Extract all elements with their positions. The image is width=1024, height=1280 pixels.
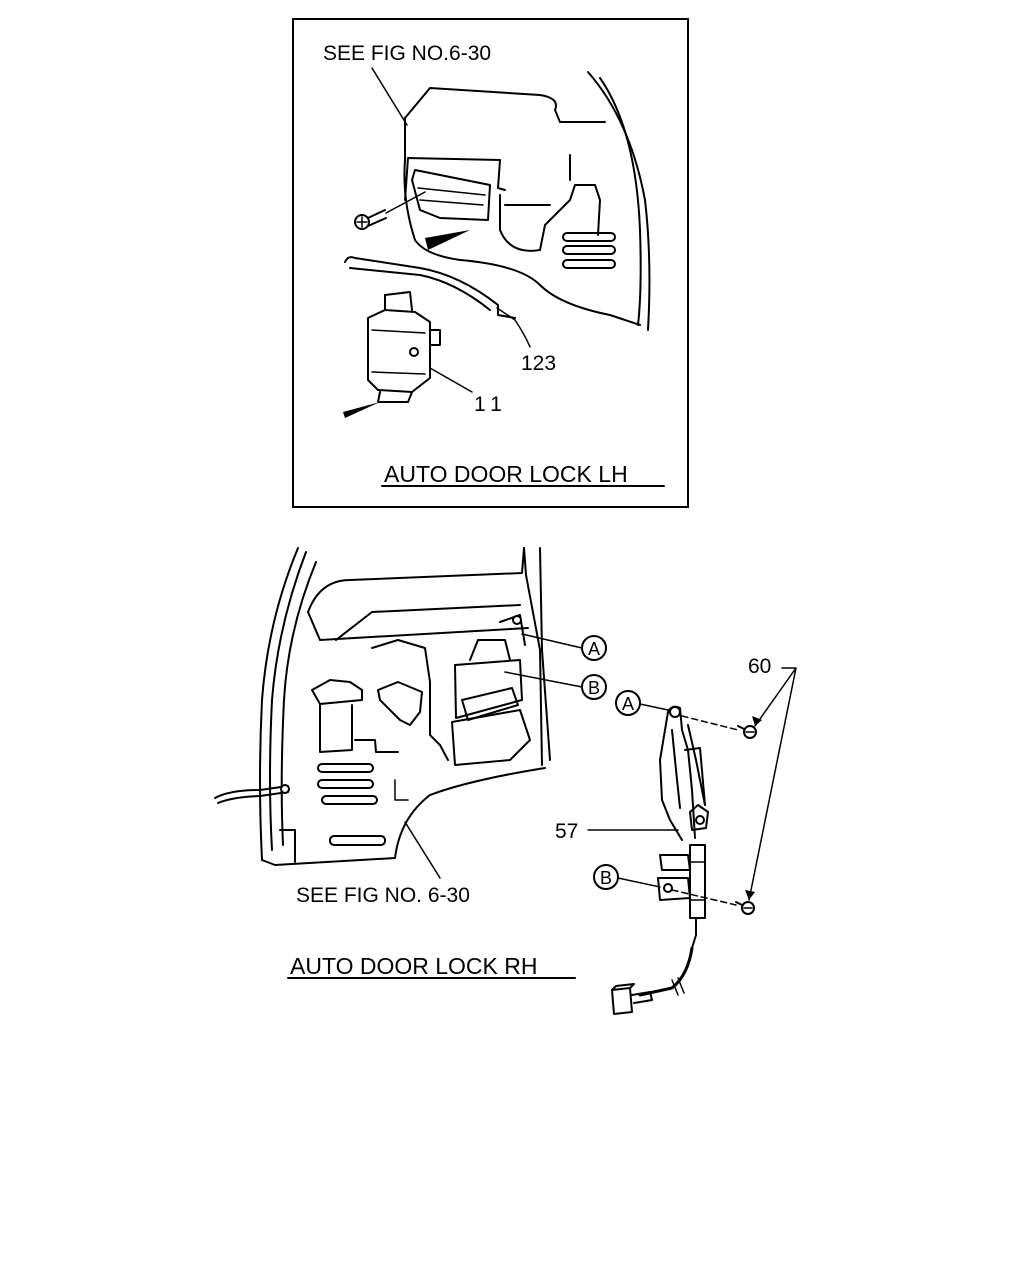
rh-callout-b-door-label: B: [588, 678, 600, 698]
lh-caption: AUTO DOOR LOCK LH: [384, 461, 628, 487]
rh-outside-rod: [214, 784, 290, 804]
rh-upper-screw-icon: [681, 715, 757, 739]
rh-caption: AUTO DOOR LOCK RH: [290, 953, 538, 979]
lh-part-11-label: 11: [474, 393, 508, 416]
lh-reference-label: SEE FIG NO.6-30: [323, 42, 491, 65]
rh-callout-b-part-label: B: [600, 868, 612, 888]
lh-panel: SEE FIG NO.6-30 123 11 AUTO DOOR LOCK LH: [292, 18, 689, 508]
lh-door-panel: [403, 71, 651, 331]
rh-part-60-leader: [748, 667, 797, 901]
lh-reference-leader: [371, 67, 408, 126]
lh-control-unit: [343, 291, 441, 418]
lh-part-123-label: 123: [521, 352, 556, 375]
rh-part-57-label: 57: [555, 820, 578, 843]
rh-part-60-label: 60: [748, 655, 771, 678]
rh-lower-screw-icon: [671, 889, 755, 915]
rh-panel: A B: [214, 547, 797, 1015]
rh-callout-a-part-label: A: [622, 694, 634, 714]
rh-callout-b-door: B: [581, 674, 607, 700]
rh-lock-actuator: [611, 705, 709, 1015]
lh-latch-mechanism: [411, 169, 491, 250]
lh-part-11-leader: [429, 367, 473, 393]
rh-reference-leader: [404, 821, 441, 879]
rh-callout-a-door: A: [581, 635, 607, 661]
rh-reference-label: SEE FIG NO. 6-30: [296, 884, 470, 907]
lh-screw-icon: [354, 209, 387, 230]
lh-part-123-leader: [496, 307, 531, 348]
rh-callout-a-door-label: A: [588, 639, 600, 659]
rh-callout-b-part: B: [593, 864, 619, 890]
rh-callout-a-part: A: [615, 690, 641, 716]
lh-control-rod: [344, 256, 516, 319]
rh-door-panel: [259, 547, 551, 866]
lh-panel-frame: [292, 18, 689, 508]
